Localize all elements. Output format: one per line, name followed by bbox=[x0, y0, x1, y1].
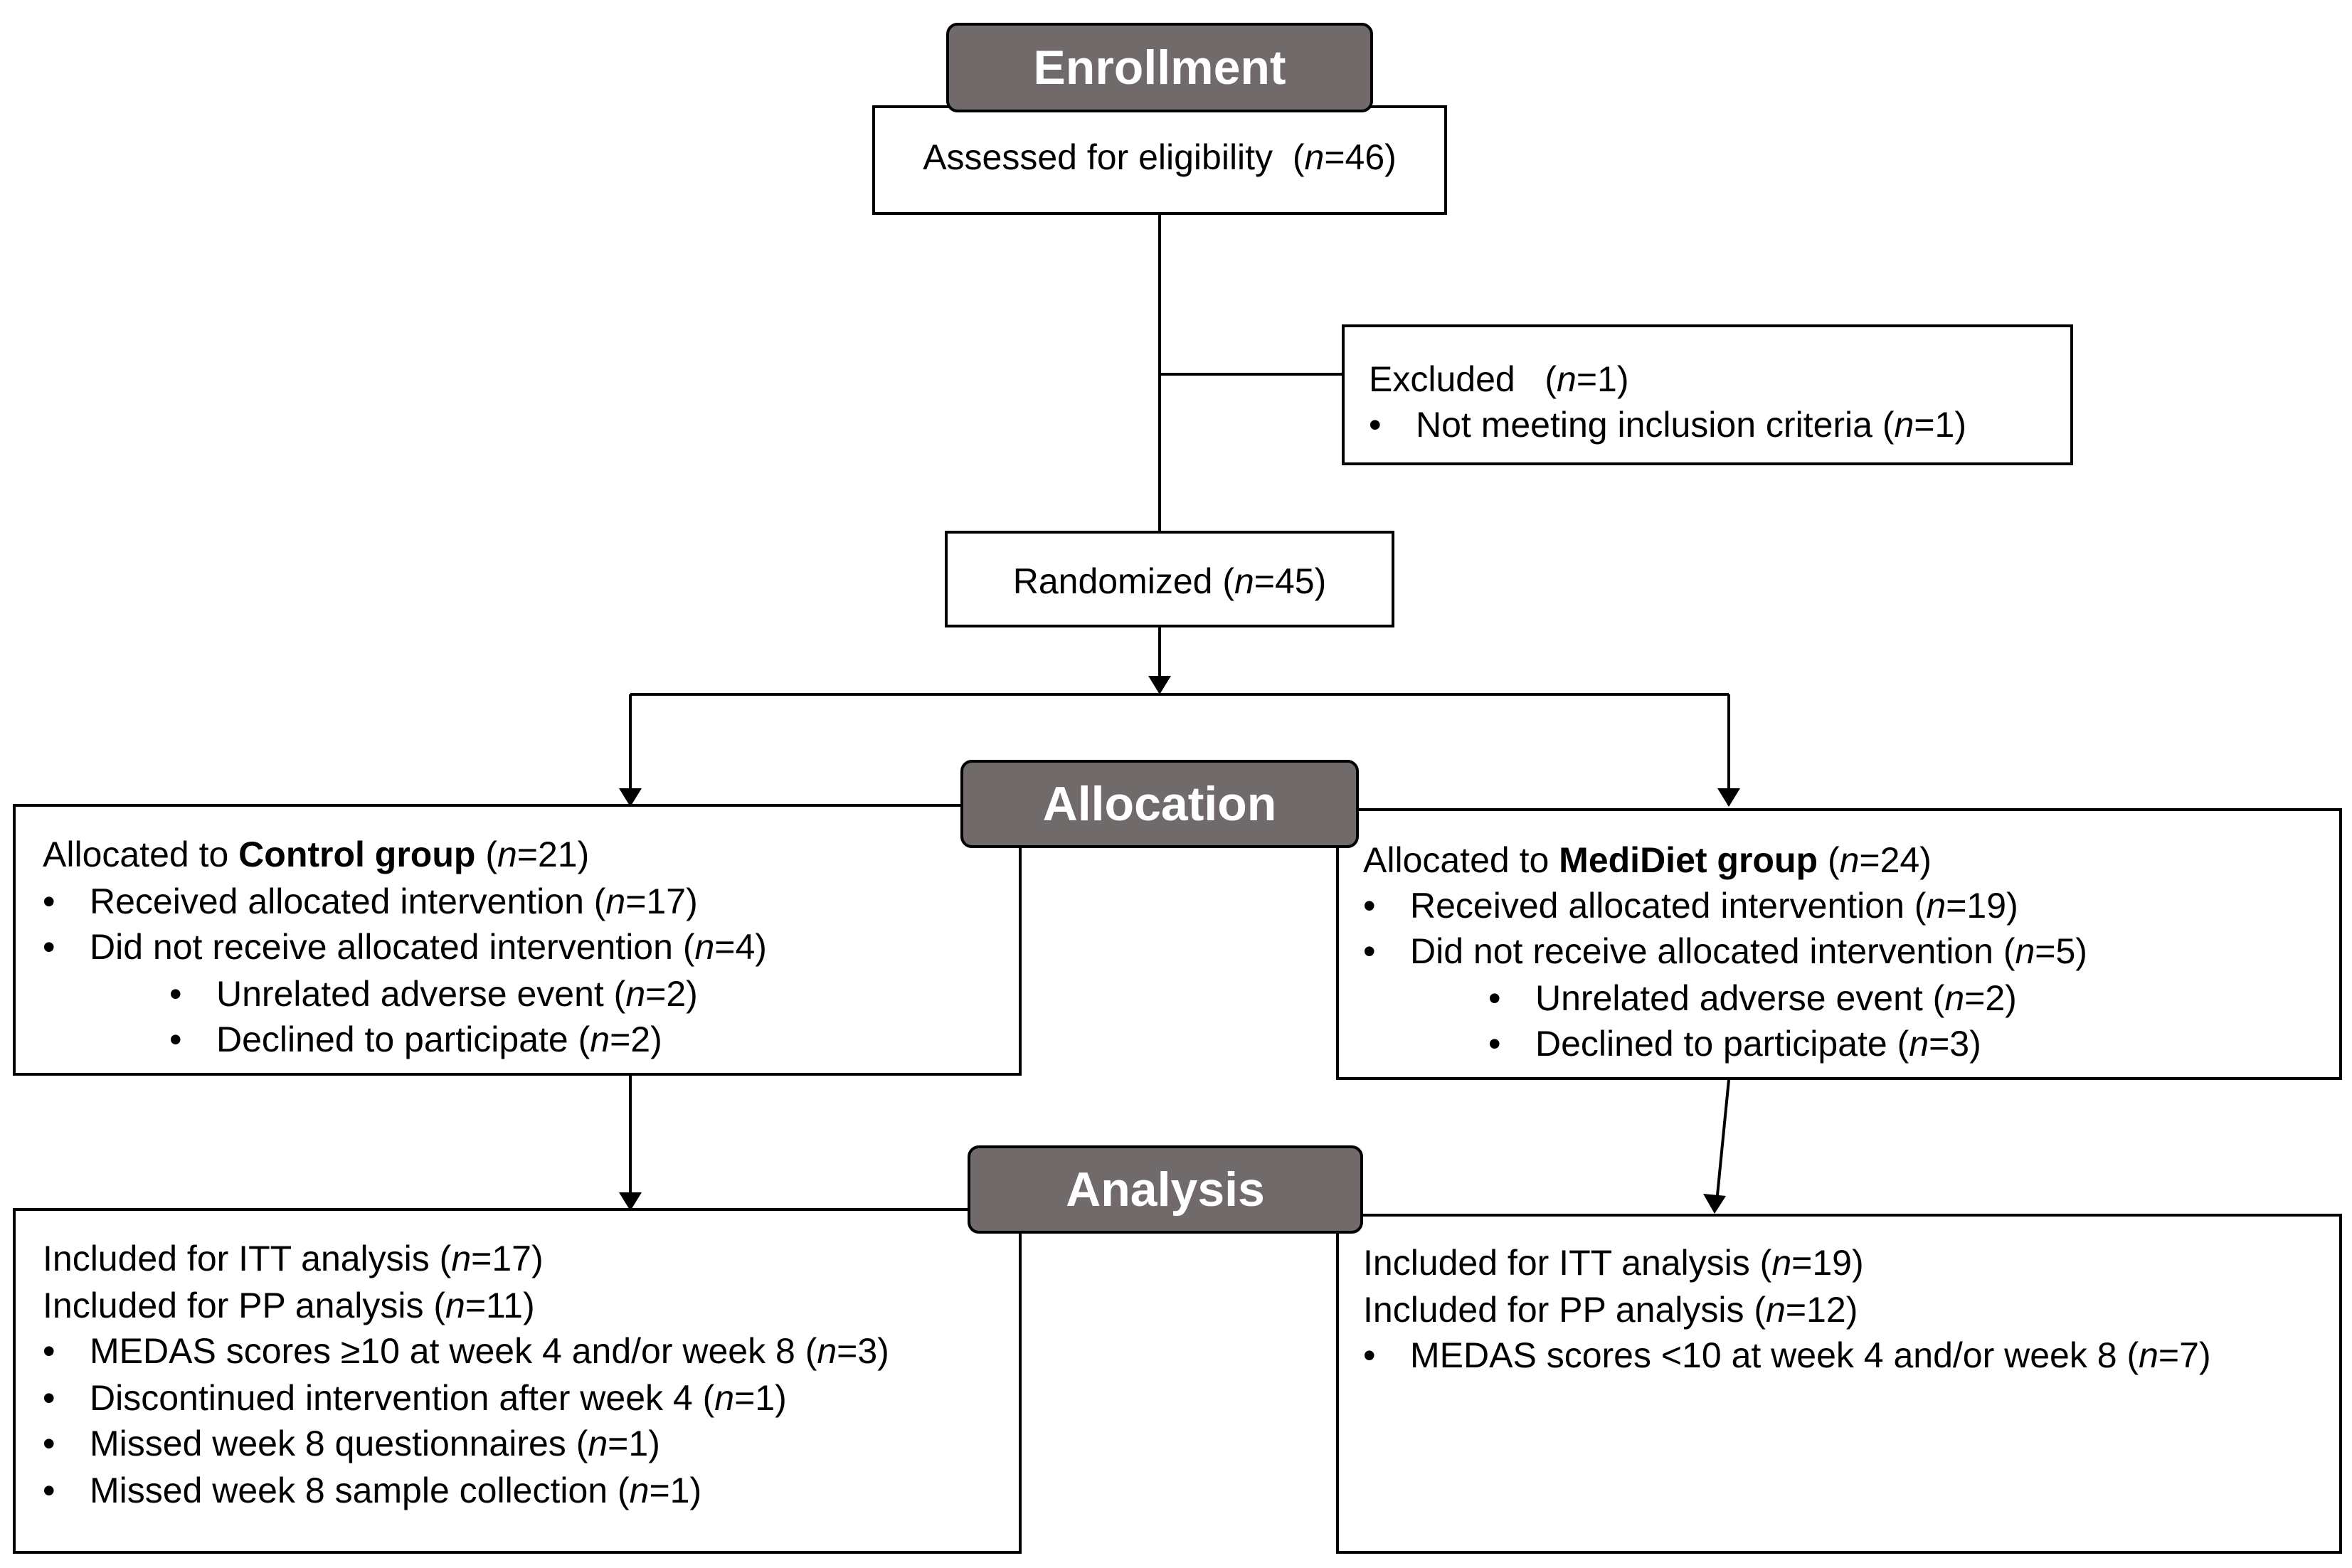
n-symbol: n bbox=[1909, 1024, 1929, 1064]
list-bullet: • bbox=[1363, 931, 1376, 971]
n-symbol: n bbox=[1557, 359, 1577, 399]
list-bullet: • bbox=[43, 927, 55, 967]
control-itt-line: Included for ITT analysis (n=17) bbox=[43, 1239, 544, 1278]
list-item: Missed week 8 sample collection (n=1) bbox=[90, 1471, 702, 1510]
list-bullet: • bbox=[1363, 886, 1376, 926]
control-analysis-box: Included for ITT analysis (n=17) Include… bbox=[13, 1208, 1022, 1554]
list-item: Unrelated adverse event (n=2) bbox=[216, 974, 698, 1014]
n-symbol: n bbox=[445, 1286, 465, 1325]
excluded-reason: Not meeting inclusion criteria (n=1) bbox=[1416, 405, 1966, 445]
n-symbol: n bbox=[590, 1019, 610, 1059]
n-symbol: n bbox=[1771, 1243, 1792, 1283]
n-symbol: n bbox=[1234, 561, 1254, 601]
enrollment-header: Enrollment bbox=[946, 23, 1373, 112]
list-bullet: • bbox=[43, 1424, 55, 1463]
allocation-title: Allocation bbox=[1042, 777, 1277, 831]
n-symbol: n bbox=[1304, 137, 1325, 177]
n-symbol: n bbox=[714, 1378, 735, 1418]
list-bullet: • bbox=[43, 1471, 55, 1510]
medidiet-allocation-box: Allocated to MediDiet group (n=24) • Rec… bbox=[1336, 808, 2342, 1080]
n-symbol: n bbox=[629, 1471, 650, 1510]
list-item: MEDAS scores <10 at week 4 and/or week 8… bbox=[1410, 1335, 2211, 1375]
list-item: Declined to participate (n=3) bbox=[1535, 1024, 1981, 1064]
n-symbol: n bbox=[1944, 978, 1965, 1018]
control-group-label: Control group bbox=[238, 835, 476, 874]
control-pp-line: Included for PP analysis (n=11) bbox=[43, 1286, 535, 1325]
medidiet-pp-count: =12 bbox=[1785, 1290, 1846, 1330]
list-bullet: • bbox=[43, 1378, 55, 1418]
n-symbol: n bbox=[2015, 931, 2035, 971]
list-item: MEDAS scores ≥10 at week 4 and/or week 8… bbox=[90, 1331, 889, 1371]
medidiet-analysis-box: Included for ITT analysis (n=19) Include… bbox=[1336, 1214, 2342, 1554]
list-bullet: • bbox=[43, 1331, 55, 1371]
n-symbol: n bbox=[817, 1331, 837, 1371]
n-symbol: n bbox=[497, 835, 517, 874]
n-symbol: n bbox=[605, 881, 626, 921]
list-bullet: • bbox=[1488, 978, 1501, 1018]
arrowhead-medidiet-allocation bbox=[1717, 788, 1740, 807]
allocation-header: Allocation bbox=[960, 760, 1359, 848]
control-pp-count: =11 bbox=[465, 1286, 523, 1325]
enrollment-title: Enrollment bbox=[1033, 41, 1286, 95]
n-symbol: n bbox=[2139, 1335, 2158, 1375]
control-allocation-box: Allocated to Control group (n=21) • Rece… bbox=[13, 804, 1022, 1076]
arrowhead-control-analysis bbox=[619, 1192, 642, 1211]
excluded-count: =1 bbox=[1576, 359, 1617, 399]
list-bullet: • bbox=[1363, 1335, 1376, 1375]
n-symbol: n bbox=[1926, 886, 1946, 926]
excluded-box: Excluded (n=1) • Not meeting inclusion c… bbox=[1342, 324, 2073, 465]
arrowhead-control-allocation bbox=[619, 788, 642, 807]
list-bullet: • bbox=[1488, 1024, 1501, 1064]
excluded-heading: Excluded (n=1) bbox=[1369, 359, 1629, 399]
list-item: Did not receive allocated intervention (… bbox=[90, 927, 767, 967]
control-allocation-count: =21 bbox=[517, 835, 578, 874]
n-symbol: n bbox=[694, 927, 715, 967]
randomized-count: =45 bbox=[1254, 561, 1315, 601]
arrowhead-medidiet-analysis bbox=[1703, 1194, 1726, 1214]
n-symbol: n bbox=[1766, 1290, 1786, 1330]
control-itt-count: =17 bbox=[471, 1239, 531, 1278]
excluded-bullet: • bbox=[1369, 405, 1382, 445]
medidiet-pp-line: Included for PP analysis (n=12) bbox=[1363, 1290, 1858, 1330]
analysis-header: Analysis bbox=[968, 1145, 1363, 1234]
medidiet-itt-count: =19 bbox=[1791, 1243, 1852, 1283]
list-bullet: • bbox=[169, 974, 182, 1014]
assessed-box: Assessed for eligibility (n=46) bbox=[872, 105, 1447, 215]
list-bullet: • bbox=[43, 881, 55, 921]
medidiet-group-label: MediDiet group bbox=[1559, 840, 1818, 880]
list-item: Declined to participate (n=2) bbox=[216, 1019, 662, 1059]
n-symbol: n bbox=[1839, 840, 1860, 880]
randomized-text: Randomized (n=45) bbox=[1012, 561, 1327, 601]
connector-medidiet-to-analysis bbox=[1715, 1079, 1730, 1210]
excluded-reason-count: =1 bbox=[1914, 405, 1955, 445]
list-bullet: • bbox=[169, 1019, 182, 1059]
medidiet-itt-line: Included for ITT analysis (n=19) bbox=[1363, 1243, 1864, 1283]
analysis-title: Analysis bbox=[1066, 1162, 1265, 1217]
n-symbol: n bbox=[451, 1239, 472, 1278]
control-allocation-heading: Allocated to Control group (n=21) bbox=[43, 835, 590, 874]
n-symbol: n bbox=[588, 1424, 608, 1463]
assessed-text: Assessed for eligibility (n=46) bbox=[923, 137, 1397, 177]
list-item: Unrelated adverse event (n=2) bbox=[1535, 978, 2017, 1018]
assessed-count: =46 bbox=[1324, 137, 1385, 177]
n-symbol: n bbox=[1894, 405, 1914, 445]
randomized-box: Randomized (n=45) bbox=[945, 531, 1394, 627]
list-item: Missed week 8 questionnaires (n=1) bbox=[90, 1424, 660, 1463]
arrowhead-randomized bbox=[1148, 676, 1171, 694]
medidiet-allocation-heading: Allocated to MediDiet group (n=24) bbox=[1363, 840, 1932, 880]
medidiet-allocation-count: =24 bbox=[1859, 840, 1920, 880]
list-item: Received allocated intervention (n=17) bbox=[90, 881, 698, 921]
list-item: Did not receive allocated intervention (… bbox=[1410, 931, 2087, 971]
list-item: Discontinued intervention after week 4 (… bbox=[90, 1378, 787, 1418]
list-item: Received allocated intervention (n=19) bbox=[1410, 886, 2018, 926]
n-symbol: n bbox=[625, 974, 646, 1014]
